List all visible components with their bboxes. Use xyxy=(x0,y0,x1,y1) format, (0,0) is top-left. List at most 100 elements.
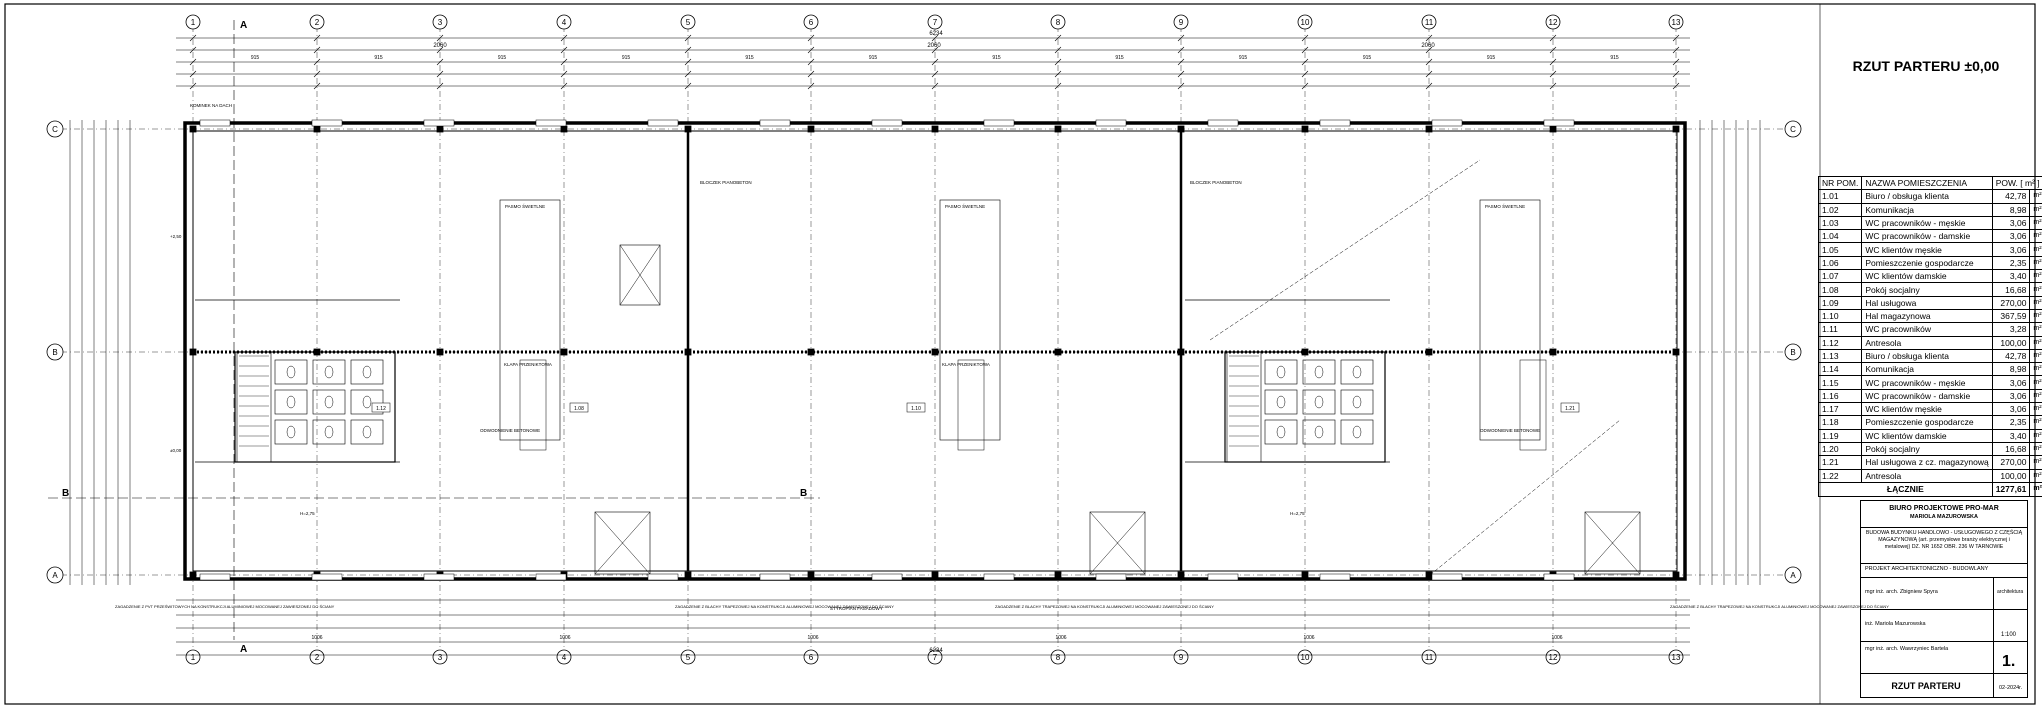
drawing-title: RZUT PARTERU ±0,00 xyxy=(1852,58,2000,74)
grid-axis-label: 13 xyxy=(1672,18,1681,27)
room-name: WC pracowników - damskie xyxy=(1861,388,1993,404)
structural-column xyxy=(189,571,197,579)
annotation-text: ZAGADZENIE Z BLACHY TRAPEZOWEJ NA KONSTR… xyxy=(1670,604,1889,609)
dimension-text: 915 xyxy=(1610,55,1619,61)
dimension-tick xyxy=(560,70,568,78)
annotation-text: H=2,75 xyxy=(1290,511,1305,516)
loading-hatch xyxy=(1584,511,1641,575)
room-area: 100,00 xyxy=(1991,468,2031,483)
dimension-text: 915 xyxy=(1239,55,1248,61)
dimension-tick xyxy=(931,58,939,66)
dimension-text: 915 xyxy=(992,55,1001,61)
dimension-tick xyxy=(807,70,815,78)
grid-axis-bubble xyxy=(185,649,201,665)
total-unit: m² xyxy=(2029,481,2042,497)
section-mark-label: B xyxy=(800,488,807,499)
toilet-cubicle xyxy=(312,389,346,415)
dimension-tick xyxy=(1672,46,1680,54)
room-area: 3,06 xyxy=(1991,375,2031,390)
grid-axis-bubble xyxy=(1545,14,1561,30)
dimension-tick xyxy=(684,58,692,66)
dimension-text: 2060 xyxy=(927,43,941,49)
structural-column xyxy=(436,125,444,133)
dimension-tick xyxy=(807,58,815,66)
room-name: WC klientów męskie xyxy=(1861,402,1993,417)
dimension-tick xyxy=(436,46,444,54)
room-name: Antresola xyxy=(1861,468,1993,483)
window xyxy=(423,119,455,127)
window xyxy=(199,573,231,581)
dimension-tick xyxy=(1425,34,1433,42)
structural-column xyxy=(189,348,197,356)
room-name: Hal magazynowa xyxy=(1861,308,1993,324)
structural-column xyxy=(1425,125,1433,133)
loading-hatch-cross xyxy=(619,244,661,306)
dimension-text: 915 xyxy=(622,55,631,61)
grid-axis-bubble xyxy=(803,14,819,30)
toilet-bowl xyxy=(324,425,334,439)
hatch-panel xyxy=(1519,359,1547,451)
structural-column xyxy=(1425,348,1433,356)
window xyxy=(535,573,567,581)
room-area: 100,00 xyxy=(1991,335,2031,350)
dimension-tick xyxy=(1301,82,1309,90)
room-area: 3,06 xyxy=(1991,402,2031,417)
room-area-unit: m² xyxy=(2029,335,2042,350)
room-area-unit: m² xyxy=(2029,242,2042,257)
toilet-cubicle xyxy=(312,419,346,445)
room-area-unit: m² xyxy=(2029,229,2042,244)
room-table-header: NR POM. NAZWA POMIESZCZENIA POW. [ m² ] xyxy=(1817,175,2042,191)
room-number: 1.12 xyxy=(1817,335,1863,350)
grid-axis-bubble xyxy=(1173,14,1189,30)
toilet-bowl xyxy=(1276,425,1286,439)
toilet-cubicle xyxy=(350,389,384,415)
dimension-text: 1006 xyxy=(1303,635,1314,641)
room-area-unit: m² xyxy=(2029,308,2042,324)
structural-column xyxy=(1549,348,1557,356)
dimension-text: 1006 xyxy=(1551,635,1562,641)
annotation-text: ODWODNIENIE BETONOWE xyxy=(1480,428,1540,433)
room-area: 3,06 xyxy=(1991,242,2031,257)
grid-axis-label: 5 xyxy=(686,18,691,27)
grid-axis-bubble xyxy=(556,649,572,665)
structural-column xyxy=(684,348,692,356)
window xyxy=(647,573,679,581)
loading-hatch xyxy=(619,244,661,306)
toilet-cubicle xyxy=(350,419,384,445)
dimension-text: 6234 xyxy=(929,648,943,654)
window xyxy=(535,119,567,127)
dimension-tick xyxy=(560,34,568,42)
loading-hatch-cross xyxy=(594,511,651,575)
toilet-cubicle xyxy=(274,389,308,415)
toilet-cubicle xyxy=(1340,419,1374,445)
loading-hatch xyxy=(594,511,651,575)
grid-axis-bubble xyxy=(1050,649,1066,665)
stair-zone xyxy=(236,351,272,463)
grid-axis-bubble xyxy=(556,14,572,30)
dimension-tick xyxy=(313,46,321,54)
dimension-tick xyxy=(1549,82,1557,90)
grid-axis-bubble xyxy=(46,120,64,138)
grid-axis-bubble xyxy=(1545,649,1561,665)
room-area-unit: m² xyxy=(2029,322,2042,337)
window xyxy=(1207,119,1239,127)
structural-column xyxy=(1672,348,1680,356)
room-name: Pokój socjalny xyxy=(1861,282,1993,297)
designer-role: architektura xyxy=(1997,589,2024,595)
header-name: NAZWA POMIESZCZENIA xyxy=(1861,175,1993,191)
window xyxy=(1431,119,1463,127)
room-area-unit: m² xyxy=(2029,295,2042,310)
grid-axis-bubble xyxy=(927,14,943,30)
dimension-tick xyxy=(807,82,815,90)
room-area: 8,98 xyxy=(1991,202,2031,217)
room-table-total: ŁĄCZNIE 1277,61 m² xyxy=(1818,481,2042,497)
room-number: 1.06 xyxy=(1817,255,1863,271)
window xyxy=(983,573,1015,581)
dimension-tick xyxy=(1672,34,1680,42)
room-area-unit: m² xyxy=(2029,348,2042,364)
structural-column xyxy=(560,348,568,356)
room-tag-box xyxy=(371,402,391,413)
